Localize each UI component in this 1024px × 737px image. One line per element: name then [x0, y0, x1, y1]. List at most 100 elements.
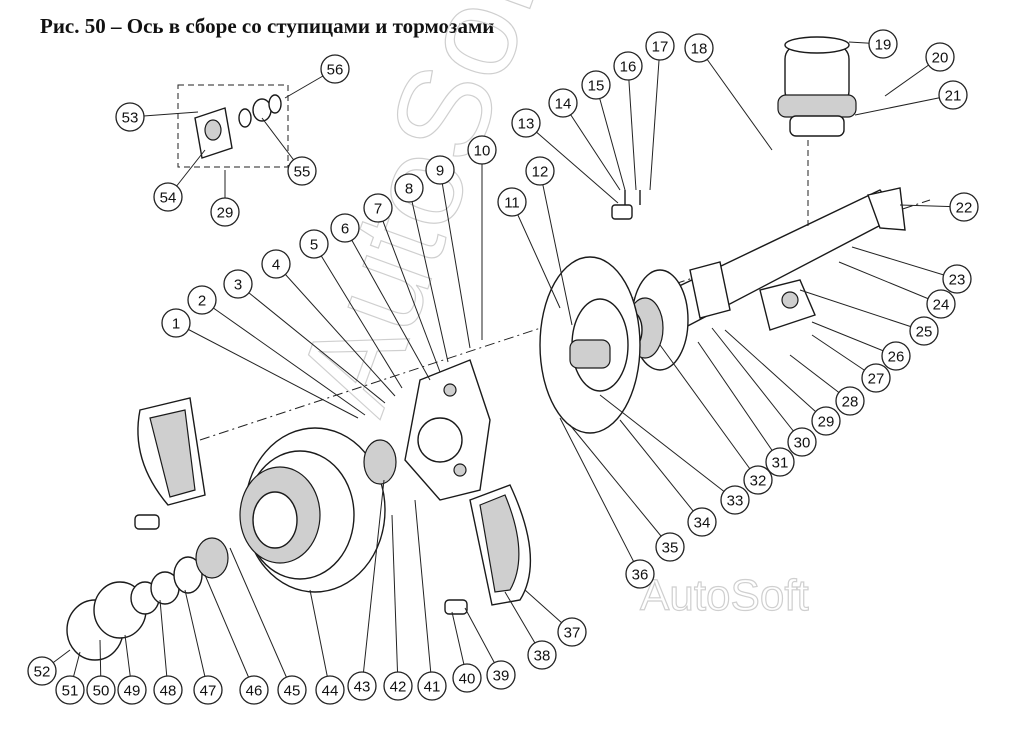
- brake-drum: [239, 427, 386, 593]
- callout-circle-55: [287, 156, 317, 186]
- callout-leader-26: [811, 321, 897, 357]
- callout-label-6: 6: [341, 221, 349, 238]
- brake-shoe-left: [134, 397, 206, 530]
- callout-31: 31: [697, 341, 795, 477]
- callout-circle-21: [938, 80, 968, 110]
- callout-label-12: 12: [532, 164, 549, 181]
- callout-10: 10: [467, 135, 497, 340]
- callout-54: 54: [153, 149, 206, 212]
- callout-label-7: 7: [374, 201, 382, 218]
- callout-circle-24: [926, 289, 956, 319]
- callout-44: 44: [309, 589, 345, 705]
- callout-circle-26: [881, 341, 911, 371]
- dust-cover-group: [177, 84, 289, 168]
- callout-circle-36: [625, 559, 655, 589]
- callout-label-55: 55: [294, 164, 311, 181]
- callout-label-50: 50: [93, 683, 110, 700]
- callout-label-36: 36: [632, 567, 649, 584]
- callout-circle-8: [394, 173, 424, 203]
- callout-label-44: 44: [322, 683, 339, 700]
- callout-leader-15: [595, 84, 626, 191]
- callout-13: 13: [511, 108, 619, 204]
- callout-circle-16: [613, 51, 643, 81]
- callout-51: 51: [55, 651, 85, 705]
- callout-label-41: 41: [424, 679, 441, 696]
- watermark-horizontal: AutoSoft: [640, 571, 809, 620]
- callout-circle-32: [743, 465, 773, 495]
- callout-circle-37: [557, 617, 587, 647]
- callout-circle-53: [115, 102, 145, 132]
- callout-leader-9: [439, 169, 471, 349]
- callout-circle-35: [655, 532, 685, 562]
- callout-label-34: 34: [694, 515, 711, 532]
- callout-circle-12: [525, 156, 555, 186]
- axle-beam: [648, 187, 906, 331]
- callout-circle-20: [925, 42, 955, 72]
- callout-leader-34: [619, 419, 703, 523]
- callout-label-43: 43: [354, 679, 371, 696]
- callout-leader-16: [627, 65, 637, 191]
- callout-label-14: 14: [555, 96, 572, 113]
- callout-label-40: 40: [459, 671, 476, 688]
- callout-label-32: 32: [750, 473, 767, 490]
- callout-circle-28: [835, 386, 865, 416]
- callout-label-46: 46: [246, 683, 263, 700]
- callout-leader-11: [511, 201, 561, 309]
- callout-24: 24: [838, 261, 956, 319]
- callout-label-28: 28: [842, 394, 859, 411]
- callout-17: 17: [645, 31, 675, 191]
- callout-25: 25: [799, 289, 939, 346]
- callout-circle-9: [425, 155, 455, 185]
- callout-label-31: 31: [772, 455, 789, 472]
- callout-circle-31: [765, 447, 795, 477]
- callout-leader-33: [599, 394, 736, 501]
- callout-leader-4: [275, 263, 396, 397]
- inner-bearing: [363, 439, 397, 485]
- callout-12: 12: [525, 156, 573, 326]
- callout-leader-24: [838, 261, 942, 305]
- callout-2: 2: [187, 285, 366, 416]
- brake-spider: [404, 359, 491, 501]
- callout-3: 3: [223, 269, 386, 404]
- callout-leader-5: [313, 243, 403, 389]
- callout-label-11: 11: [504, 195, 520, 212]
- callout-label-37: 37: [564, 625, 581, 642]
- callout-circle-3: [223, 269, 253, 299]
- callout-32: 32: [659, 344, 773, 495]
- brake-chamber: [777, 36, 857, 230]
- callout-7: 7: [363, 193, 441, 373]
- callout-label-45: 45: [284, 683, 301, 700]
- callout-leader-31: [697, 341, 781, 463]
- callout-6: 6: [330, 213, 431, 381]
- callout-19: 19: [848, 29, 898, 59]
- callout-1: 1: [161, 308, 359, 419]
- callout-leader-8: [408, 187, 449, 363]
- callout-23: 23: [851, 246, 972, 294]
- callout-circle-49: [117, 675, 147, 705]
- callout-circle-46: [239, 675, 269, 705]
- callout-14: 14: [548, 88, 621, 191]
- callout-label-3: 3: [234, 277, 242, 294]
- callout-circle-11: [497, 187, 527, 217]
- callout-label-18: 18: [691, 41, 708, 58]
- callout-circle-25: [909, 316, 939, 346]
- callout-leader-41: [414, 499, 433, 687]
- callout-circle-56: [320, 54, 350, 84]
- callout-leader-1: [175, 322, 359, 419]
- callout-leader-6: [344, 227, 431, 381]
- callout-49: 49: [117, 634, 147, 705]
- callout-18: 18: [684, 33, 773, 151]
- callout-circle-10: [467, 135, 497, 165]
- callout-48: 48: [153, 599, 183, 705]
- callout-circle-45: [277, 675, 307, 705]
- callout-circle-27: [861, 363, 891, 393]
- callout-label-54: 54: [160, 190, 177, 207]
- callout-11: 11: [497, 187, 561, 309]
- callout-label-38: 38: [534, 648, 551, 665]
- callout-21: 21: [854, 80, 968, 116]
- callout-label-47: 47: [200, 683, 217, 700]
- callout-56: 56: [284, 54, 350, 99]
- callout-38: 38: [504, 591, 557, 670]
